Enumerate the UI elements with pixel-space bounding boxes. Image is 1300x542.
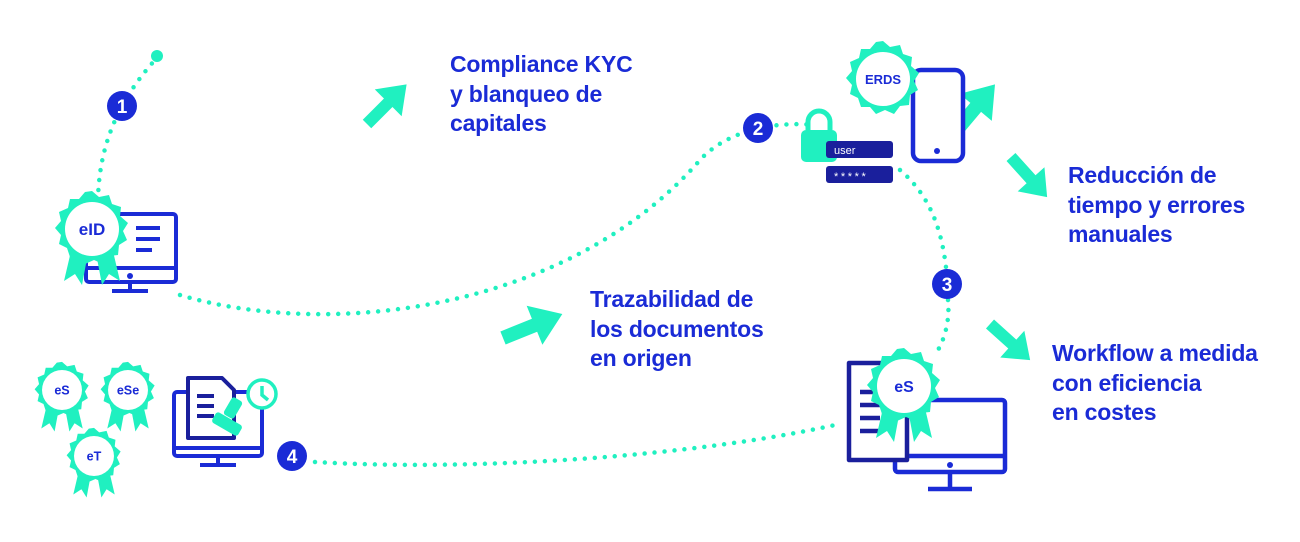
benefit-workflow: Workflow a medida con eficiencia en cost…	[1052, 339, 1258, 432]
password-field	[826, 166, 893, 183]
path-eid-to-start	[95, 57, 158, 213]
flow-start-dot	[151, 50, 163, 62]
step-marker-1: 1	[107, 91, 137, 121]
username-label: user	[834, 145, 856, 157]
erds-badge: ERDS	[846, 41, 919, 114]
benefit-line: tiempo y errores	[1068, 191, 1245, 225]
es-badge-main: eS	[867, 348, 940, 442]
benefit-line: Trazabilidad de	[590, 285, 753, 319]
step-marker-3: 3	[932, 269, 962, 299]
benefit-line: Reducción de	[1068, 161, 1237, 195]
badge-label: ERDS	[865, 72, 901, 87]
benefit-line: capitales	[450, 109, 547, 143]
phone-home-button-icon	[934, 148, 940, 154]
stamp-icon	[212, 397, 243, 436]
badge-label: eS	[54, 383, 69, 397]
ese-badge: eSe	[100, 361, 155, 432]
es-screen-dot-icon	[947, 462, 953, 468]
badge-label: eSe	[117, 383, 139, 397]
benefit-line: y blanqueo de	[450, 80, 623, 114]
arrow-to-trazabilidad-icon	[500, 305, 563, 345]
path-step4-to-es	[312, 422, 838, 468]
smartphone-icon	[910, 67, 966, 164]
benefit-trazabilidad: Trazabilidad de los documentos en origen	[590, 285, 764, 378]
eid-screen-dot-icon	[127, 273, 133, 279]
badge-label: eT	[87, 449, 102, 463]
login-credentials: user *****	[826, 141, 893, 183]
es-badge-small: eS	[34, 361, 89, 432]
step-marker-2: 2	[743, 113, 773, 143]
step-number: 3	[942, 275, 953, 296]
step-number: 4	[287, 447, 298, 468]
benefit-line: Workflow a medida	[1052, 339, 1258, 373]
benefit-line: con eficiencia	[1052, 369, 1222, 403]
arrow-to-workflow-icon	[985, 319, 1031, 361]
step-number: 2	[753, 119, 764, 140]
clock-icon	[246, 378, 278, 410]
arrow-to-reduccion-icon	[1006, 152, 1048, 198]
eid-badge: eID	[55, 191, 128, 285]
et-badge: eT	[66, 427, 121, 498]
benefit-line: en costes	[1052, 398, 1157, 432]
benefit-line: los documentos	[590, 315, 764, 349]
username-field	[826, 141, 893, 158]
password-mask: *****	[834, 171, 868, 183]
benefit-line: manuales	[1068, 220, 1192, 254]
arrow-to-kyc-icon	[362, 84, 407, 129]
step-number: 1	[117, 97, 128, 118]
path-step3-to-es	[932, 297, 951, 358]
badge-label: eID	[79, 220, 105, 239]
step-marker-4: 4	[277, 441, 307, 471]
benefit-kyc: Compliance KYC y blanqueo de capitales	[450, 50, 652, 143]
benefit-line: Compliance KYC	[450, 50, 652, 84]
badge-label: eS	[894, 379, 914, 396]
benefit-line: en origen	[590, 344, 712, 378]
benefit-reduccion: Reducción de tiempo y errores manuales	[1068, 161, 1245, 254]
